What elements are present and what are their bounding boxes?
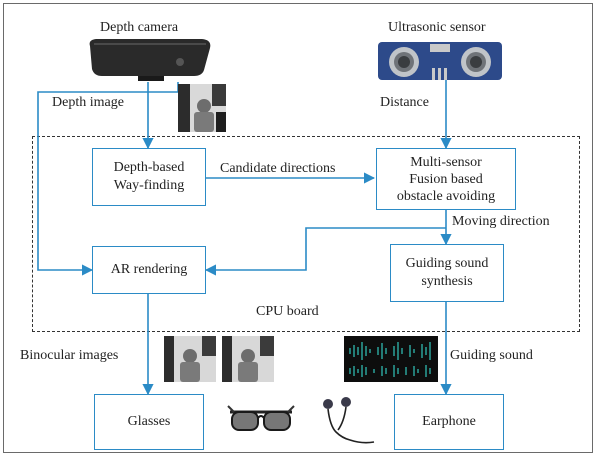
depth-wayfinding-box: Depth-based Way-finding	[92, 148, 206, 206]
ar-glasses-icon	[227, 405, 295, 431]
fusion-line3: obstacle avoiding	[396, 188, 496, 204]
fusion-line2: Fusion based	[409, 171, 483, 187]
edge-moving-direction-to-ar	[204, 227, 446, 276]
sound-synthesis-box: Guiding sound synthesis	[390, 244, 504, 302]
moving-direction-label: Moving direction	[452, 214, 550, 229]
ar-rendering-box: AR rendering	[92, 246, 206, 294]
sound-synthesis-line1: Guiding sound	[405, 256, 489, 271]
glasses-box: Glasses	[94, 394, 204, 450]
binocular-images-label: Binocular images	[20, 348, 119, 363]
cpu-board-region	[32, 136, 580, 332]
earphone-label: Earphone	[422, 414, 476, 429]
outer-frame	[3, 3, 593, 453]
sound-synthesis-line2: synthesis	[421, 274, 473, 289]
guiding-sound-label: Guiding sound	[450, 348, 533, 363]
fusion-box: Multi-sensor Fusion based obstacle avoid…	[376, 148, 516, 210]
depth-wayfinding-line2: Way-finding	[113, 178, 185, 193]
depth-wayfinding-line1: Depth-based	[113, 160, 185, 175]
sound-waveform-thumbnail	[344, 336, 438, 382]
ultrasonic-sensor-icon	[378, 42, 502, 80]
earphones-icon	[323, 397, 375, 444]
fusion-line1: Multi-sensor	[410, 154, 482, 170]
candidate-directions-label: Candidate directions	[220, 161, 336, 176]
distance-label: Distance	[380, 95, 429, 110]
ar-rendering-label: AR rendering	[110, 262, 188, 277]
earphone-box: Earphone	[394, 394, 504, 450]
depth-camera-icon	[89, 39, 211, 81]
depth-camera-label: Depth camera	[100, 20, 179, 35]
ultrasonic-sensor-label: Ultrasonic sensor	[388, 20, 486, 35]
depth-image-label: Depth image	[52, 95, 124, 110]
glasses-label: Glasses	[127, 414, 171, 429]
cpu-board-label: CPU board	[256, 304, 319, 319]
binocular-frames-thumbnail	[164, 336, 274, 382]
depth-frame-thumbnail	[178, 84, 226, 132]
